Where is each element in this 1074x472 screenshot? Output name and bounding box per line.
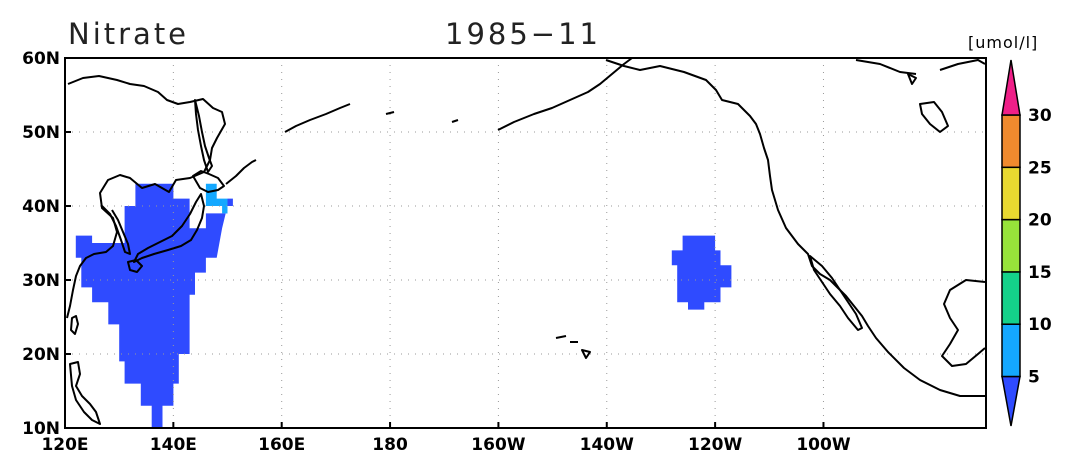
colorbar-label: 5 (1028, 368, 1040, 388)
colorbar-label: 25 (1028, 158, 1052, 178)
x-tick-label: 140E (150, 435, 197, 455)
aleutian-islet (385, 111, 395, 115)
kyushu-shikoku (127, 259, 143, 273)
california-low-cells (671, 235, 732, 310)
honshu-island (133, 193, 205, 263)
map-gridlines (65, 58, 986, 428)
baja-california (809, 255, 863, 331)
colorbar-segment (1001, 271, 1021, 325)
hawaii-islands (555, 335, 591, 359)
aleutian-chain (284, 103, 351, 133)
kuril-patch-cells (205, 183, 228, 214)
colorbar-label: 30 (1028, 106, 1052, 126)
colorbar-label: 15 (1028, 263, 1052, 283)
gulf-of-mexico (941, 279, 986, 367)
coastlines (66, 57, 986, 425)
y-tick-label: 20N (22, 345, 60, 365)
taiwan-island (70, 315, 79, 335)
x-tick-label: 180 (372, 435, 408, 455)
y-tick-label: 10N (22, 419, 60, 439)
great-lakes (919, 101, 949, 133)
colorbar-label: 20 (1028, 211, 1052, 231)
x-tick-label: 120W (688, 435, 742, 455)
y-tick-label: 50N (22, 123, 60, 143)
x-tick-label: 140W (580, 435, 634, 455)
colorbar-segment (1001, 323, 1021, 378)
map-frame (64, 57, 987, 429)
colorbar-segment (1001, 218, 1021, 273)
nitrate-field (75, 183, 732, 428)
hokkaido-island (192, 170, 225, 193)
latitude-ticks: 10N 20N 30N 40N 50N 60N (22, 49, 71, 439)
sakhalin-island (194, 99, 213, 173)
x-tick-label: 160W (471, 435, 525, 455)
aleutian-islet-2 (451, 119, 459, 123)
philippines-islands (69, 361, 101, 425)
colorbar-label: 10 (1028, 315, 1052, 335)
colorbar-upper-triangle (1001, 59, 1021, 116)
asia-coastline (66, 75, 226, 319)
colorbar-units: [umol/l] (968, 33, 1038, 52)
colorbar-segment (1001, 114, 1021, 169)
colorbar-lower-triangle (1001, 375, 1021, 427)
western-pacific-low-cells (75, 183, 233, 428)
alaska-coastline (497, 57, 985, 397)
x-tick-label: 160E (258, 435, 305, 455)
y-tick-label: 60N (22, 49, 60, 69)
date-title: 1985−11 (445, 17, 601, 51)
y-tick-label: 30N (22, 271, 60, 291)
y-tick-label: 40N (22, 197, 60, 217)
hudson-islet (907, 73, 917, 85)
x-tick-label: 120E (41, 435, 88, 455)
colorbar: 5 10 15 20 25 30 (1001, 59, 1052, 427)
korea-peninsula (101, 205, 131, 255)
x-tick-label: 100W (796, 435, 850, 455)
variable-title: Nitrate (68, 17, 189, 51)
colorbar-segment (1001, 166, 1021, 221)
canada-arctic-coast (855, 59, 986, 75)
kuril-islands (225, 159, 257, 185)
longitude-ticks: 120E 140E 160E 180 160W 140W 120W 100W (41, 422, 851, 455)
